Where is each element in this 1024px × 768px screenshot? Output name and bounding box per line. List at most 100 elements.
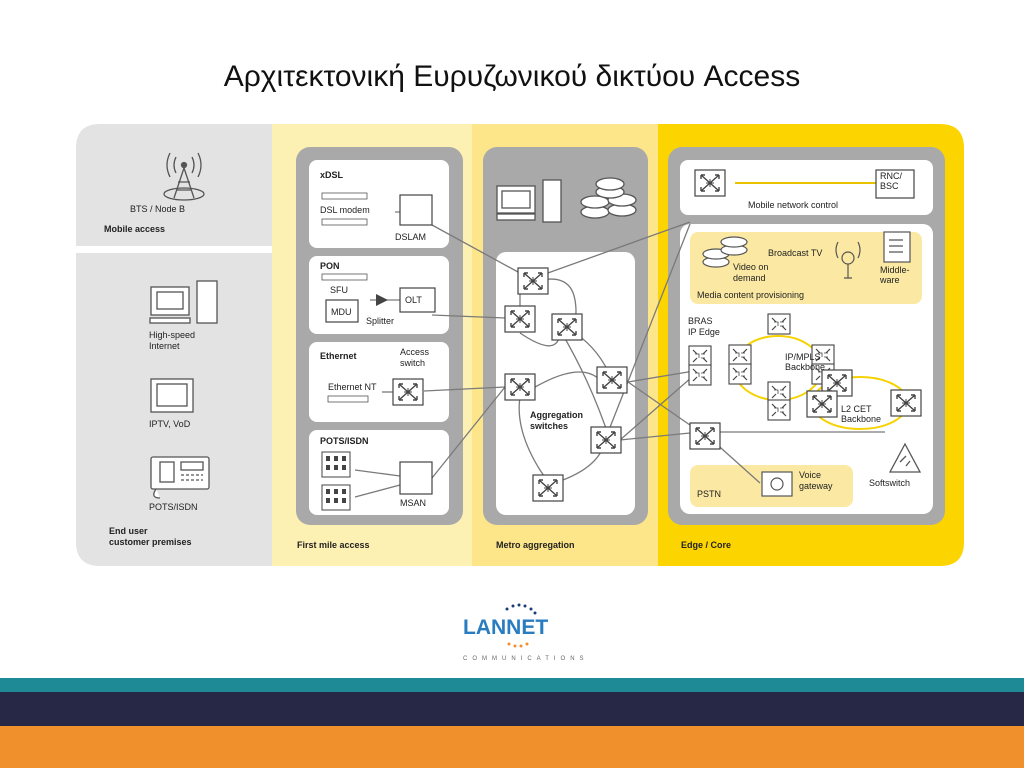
edge-switch xyxy=(689,422,721,450)
rnc-box xyxy=(875,169,915,199)
metro-label: Metro aggregation xyxy=(496,540,575,550)
internet-label-line-2: Internet xyxy=(149,341,180,351)
edge-label: Edge / Core xyxy=(681,540,731,550)
backbone-router-left xyxy=(728,344,752,366)
voice-gateway-icon xyxy=(761,471,793,497)
metro-switch-3 xyxy=(551,313,583,341)
dsl-modem-label: DSL modem xyxy=(320,205,370,215)
logo-subtitle: COMMUNICATIONS xyxy=(463,656,589,662)
dslam-box xyxy=(399,194,433,226)
access-switch-line-2: switch xyxy=(400,358,425,368)
ipmpls-line-2: Backbone xyxy=(785,362,825,372)
voice-gw-line-2: gateway xyxy=(799,481,833,491)
bras-router-2 xyxy=(688,364,712,386)
voice-gw-line-1: Voice xyxy=(799,470,821,480)
zone-divider xyxy=(76,246,272,253)
metro-switch-1 xyxy=(517,267,549,295)
logo-dots-icon xyxy=(505,603,537,648)
vod-line-1: Video on xyxy=(733,262,768,272)
tv-icon xyxy=(150,378,194,413)
aggregation-switch-2 xyxy=(590,426,622,454)
iptv-label: IPTV, VoD xyxy=(149,419,191,429)
aggregation-switch-1 xyxy=(596,366,628,394)
middleware-line-2: ware xyxy=(879,275,900,285)
softswitch-icon xyxy=(888,442,922,473)
metro-switch-2 xyxy=(504,305,536,333)
metro-switch-5 xyxy=(532,474,564,502)
rnc-line-2: BSC xyxy=(880,181,899,191)
backbone-router-bottom-2 xyxy=(767,399,791,421)
aggregation-line-2: switches xyxy=(530,421,568,431)
mdu-label: MDU xyxy=(331,307,352,317)
ipmpls-line-1: IP/MPLS xyxy=(785,352,821,362)
dslam-label: DSLAM xyxy=(395,232,426,242)
slide-title: Αρχιτεκτονική Ευρυζωνικού δικτύου Access xyxy=(223,60,801,93)
computer-icon xyxy=(149,280,218,324)
antenna-icon xyxy=(163,152,205,201)
vod-line-2: demand xyxy=(733,273,766,283)
l2cet-switch-3 xyxy=(890,389,922,417)
olt-label: OLT xyxy=(405,295,422,305)
msan-box xyxy=(399,461,433,495)
bts-label: BTS / Node B xyxy=(130,204,185,214)
bras-router-1 xyxy=(688,345,712,367)
olt-box xyxy=(399,287,436,313)
broadcast-antenna-icon xyxy=(835,241,861,279)
msan-label: MSAN xyxy=(400,498,426,508)
mobile-control-label: Mobile network control xyxy=(748,200,838,210)
l2cet-line-2: Backbone xyxy=(841,414,881,424)
footer-band-navy xyxy=(0,692,1024,726)
server-icon xyxy=(496,179,562,223)
ethernet-title: Ethernet xyxy=(320,351,357,361)
internet-label-line-1: High-speed xyxy=(149,330,195,340)
access-switch-line-1: Access xyxy=(400,347,430,357)
first-mile-label: First mile access xyxy=(297,540,370,550)
metro-switch-4 xyxy=(504,373,536,401)
bras-line-1: BRAS xyxy=(688,316,713,326)
vod-database-icon xyxy=(702,236,748,268)
lannet-logo: LANNET COMMUNICATIONS xyxy=(455,600,584,670)
rnc-line-1: RNC/ xyxy=(880,171,902,181)
footer-band-orange xyxy=(0,726,1024,768)
logo-word: LANNET xyxy=(463,616,549,639)
pots-device-label: POTS/ISDN xyxy=(149,502,198,512)
media-label: Media content provisioning xyxy=(697,290,804,300)
zone-customer xyxy=(76,124,272,566)
pstn-label: PSTN xyxy=(697,489,721,499)
l2cet-line-1: L2 CET xyxy=(841,404,872,414)
xdsl-title: xDSL xyxy=(320,170,344,180)
softswitch-label: Softswitch xyxy=(869,478,910,488)
xdsl-box xyxy=(309,160,449,248)
rnc-label: RNC/BSC xyxy=(880,171,902,191)
footer-band-teal xyxy=(0,678,1024,692)
modem-strips xyxy=(321,192,369,403)
pots-title: POTS/ISDN xyxy=(320,436,369,446)
access-switch-icon xyxy=(392,378,424,406)
pon-title: PON xyxy=(320,261,340,271)
backbone-router-bottom xyxy=(767,381,791,403)
aggregation-line-1: Aggregation xyxy=(530,410,583,420)
broadcast-label: Broadcast TV xyxy=(768,248,822,258)
mobile-switch xyxy=(694,169,726,197)
l2cet-switch-2 xyxy=(806,390,838,418)
backbone-router-top xyxy=(767,313,791,335)
media-highlight xyxy=(690,232,922,304)
backbone-router-left-2 xyxy=(728,363,752,385)
phone-icon xyxy=(150,456,210,499)
ethernet-nt-label: Ethernet NT xyxy=(328,382,377,392)
bras-line-2: IP Edge xyxy=(688,327,720,337)
mdu-box xyxy=(325,299,359,323)
database-icon xyxy=(580,177,637,219)
middleware-icon xyxy=(883,231,911,263)
splitter-icon xyxy=(376,294,388,306)
middleware-line-1: Middle- xyxy=(880,265,910,275)
splitter-label: Splitter xyxy=(366,316,394,326)
